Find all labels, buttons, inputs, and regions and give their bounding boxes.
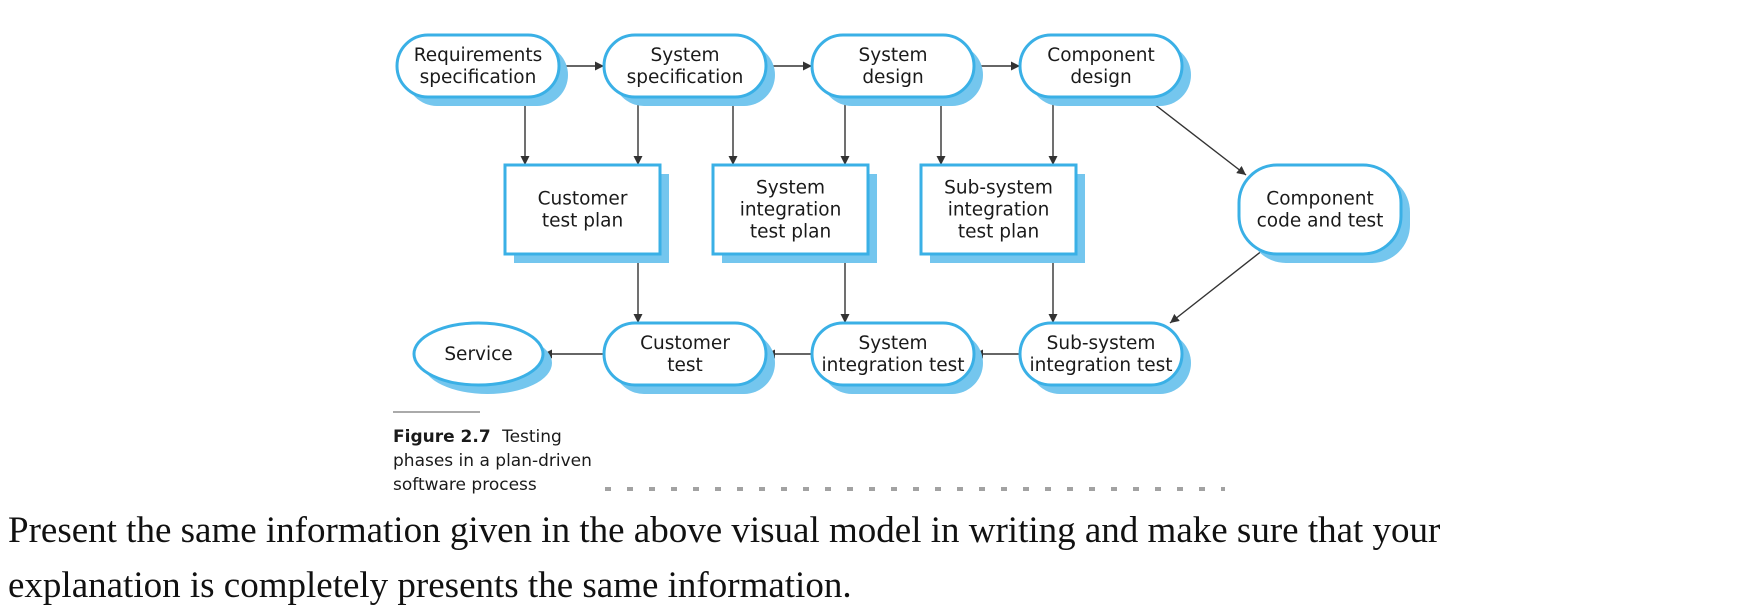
question-text: Present the same information given in th… bbox=[8, 503, 1733, 613]
node-sysint-test-shape bbox=[810, 321, 976, 387]
caption-line-1: Figure 2.7 Testing bbox=[393, 427, 562, 447]
node-sys-design-label-line: design bbox=[862, 67, 923, 88]
node-subint-test-shape bbox=[1018, 321, 1184, 387]
node-req-spec-label-line: specification bbox=[420, 67, 537, 88]
node-sys-spec-label-line: specification bbox=[627, 67, 744, 88]
node-comp-design-label-line: Component bbox=[1047, 45, 1154, 66]
node-sys-spec-label-line: System bbox=[651, 45, 720, 66]
node-subint-plan-label-line: Sub-system bbox=[944, 178, 1053, 199]
node-service-label-line: Service bbox=[444, 344, 512, 365]
node-sys-design-label-line: System bbox=[859, 45, 928, 66]
caption-text-1: Testing bbox=[501, 427, 562, 447]
caption-line-3: software process bbox=[393, 475, 537, 495]
node-sysint-plan-label-line: test plan bbox=[750, 222, 831, 243]
node-subint-test-label-line: integration test bbox=[1029, 355, 1172, 376]
cut-off-text-strip bbox=[605, 487, 1225, 491]
node-service: Service bbox=[412, 321, 552, 394]
node-cust-plan-label-line: Customer bbox=[538, 189, 628, 210]
caption-line-2: phases in a plan-driven bbox=[393, 451, 592, 471]
node-sysint-plan-shape bbox=[711, 163, 870, 256]
node-comp-code-shape bbox=[1237, 163, 1403, 256]
arrow-comp-code-to-subint-test bbox=[1169, 249, 1264, 324]
node-subint-plan-label-line: integration bbox=[948, 200, 1050, 221]
figure-caption: Figure 2.7 Testing phases in a plan-driv… bbox=[393, 411, 592, 495]
node-sys-spec-shape bbox=[602, 33, 768, 99]
node-comp-code-label-line: Component bbox=[1266, 189, 1373, 210]
node-sysint-plan-label-line: integration bbox=[740, 200, 842, 221]
node-subint-test-label-line: Sub-system bbox=[1047, 333, 1156, 354]
node-subint-plan-shape bbox=[919, 163, 1078, 256]
node-cust-plan-shape bbox=[503, 163, 662, 256]
node-req-spec-shape bbox=[395, 33, 561, 99]
question-line-2: explanation is completely presents the s… bbox=[8, 565, 852, 606]
node-sysint-test-label-line: integration test bbox=[821, 355, 964, 376]
node-comp-code-label-line: code and test bbox=[1257, 211, 1384, 232]
node-service-shape bbox=[412, 321, 545, 387]
node-cust-test-shape bbox=[602, 321, 768, 387]
node-cust-test-label-line: test bbox=[667, 355, 703, 376]
question-line-1: Present the same information given in th… bbox=[8, 510, 1441, 551]
node-comp-design-shape bbox=[1018, 33, 1184, 99]
node-req-spec-label-line: Requirements bbox=[414, 45, 543, 66]
testing-phases-diagram: RequirementsspecificationSystemspecifica… bbox=[393, 33, 1410, 495]
node-subint-plan-label-line: test plan bbox=[958, 222, 1039, 243]
node-sysint-plan-label-line: System bbox=[756, 178, 825, 199]
node-cust-test-label-line: Customer bbox=[640, 333, 730, 354]
arrow-comp-design-to-comp-code bbox=[1144, 96, 1247, 176]
caption-figure-label: Figure 2.7 bbox=[393, 427, 491, 447]
node-comp-design-label-line: design bbox=[1070, 67, 1131, 88]
node-cust-plan-label-line: test plan bbox=[542, 211, 623, 232]
node-sysint-test-label-line: System bbox=[859, 333, 928, 354]
node-sys-design-shape bbox=[810, 33, 976, 99]
